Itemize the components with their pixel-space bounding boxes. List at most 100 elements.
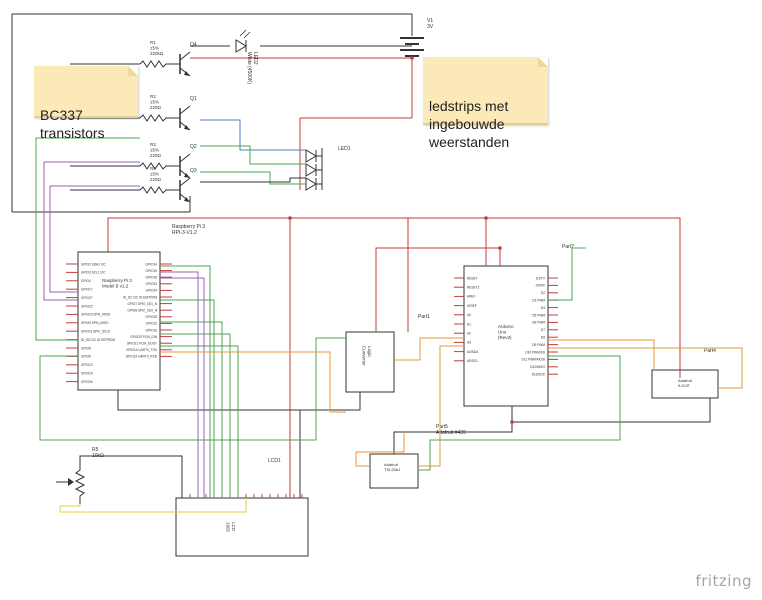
pin-label: D11 PWM/MOSI	[522, 358, 545, 362]
transistor-label: Q3	[190, 168, 197, 174]
lcd-1602: LCD1 LCD1602	[175, 458, 309, 557]
pin-label: GPIO27	[81, 296, 93, 300]
lcd-body-label: LCD1602	[226, 522, 236, 533]
pin-label: ID_SC I2C ID EEPROM	[123, 295, 157, 299]
pin-label: GPIO26	[81, 380, 93, 384]
pin-label: GPIO21 PCM_DOUT	[127, 342, 157, 346]
pin-label: GPIO11 SPI0_SCLK	[81, 330, 111, 334]
pin-label: GPIO6	[81, 355, 91, 359]
pin-label: GPIO8 SPI0_CE0_N	[127, 309, 157, 313]
note-bc337-transistors: BC337 transistors	[34, 66, 138, 141]
pin-label: D1/TX	[536, 276, 546, 280]
pin-label: GPIO23	[145, 282, 157, 286]
pin-label: GPIO4	[81, 279, 91, 283]
resistor-label: R2±5%220Ω	[150, 94, 162, 110]
pin-label: GPIO7 SPI0_CE1_N	[127, 302, 157, 306]
transistor-stage-q2: Q2 R3±5%220Ω	[70, 142, 197, 179]
pin-label: A1	[467, 322, 471, 326]
logic-converter-label: LogicConverter	[362, 346, 372, 366]
pin-label: D4	[541, 306, 545, 310]
transistor-label: Q4	[190, 42, 197, 48]
pin-label: ID_SD I2C ID EEPROM	[81, 338, 115, 342]
pin-label: GPIO9 SPI0_MISO	[81, 321, 109, 325]
note-bc337-text: BC337 transistors	[40, 107, 105, 141]
transistor-label: Q2	[190, 144, 197, 150]
transistor-stage-q4: Q4 R1±5%220kΩ	[70, 40, 197, 77]
pin-label: GPIO14	[145, 262, 157, 266]
pin-label: A4/SDA	[467, 350, 479, 354]
led-wiring	[200, 119, 306, 185]
note-fold	[128, 66, 138, 76]
pin-label: A5/SCL	[467, 359, 478, 363]
pin-label: GPIO14 UART0_TXD	[126, 348, 158, 352]
led1-label: LED1	[338, 146, 351, 152]
power-wiring	[11, 13, 413, 213]
pin-label: D5 PWM	[532, 313, 545, 317]
pin-label: GPIO15 UART0_RXD	[126, 355, 158, 359]
led2: LED2White (4500K)	[235, 29, 258, 84]
pin-label: GPIO10 SPI0_MOSI	[81, 313, 110, 317]
note-ledstrips: ledstrips met ingebouwde weerstanden	[423, 57, 548, 150]
transistor-stage-q1: Q1 R2±5%220Ω	[70, 94, 197, 131]
pin-label: D3 PWM	[532, 299, 545, 303]
pin-label: D2	[541, 291, 545, 295]
pin-label: D6 PWM	[532, 321, 545, 325]
pin-label: D8	[541, 336, 545, 340]
transistor-stages: Q4 R1±5%220kΩ Q1 R2±5%220Ω Q2 R3±5%220Ω Q3 R4±5…	[70, 40, 197, 203]
pin-label: RESET	[467, 276, 478, 280]
pin-label: GPIO3 SCL1 I2C	[81, 271, 106, 275]
note-fold	[538, 57, 548, 67]
pin-label: GPIO25	[145, 315, 157, 319]
pin-label: D13/SCK	[532, 373, 546, 377]
pin-label: AREF	[467, 295, 476, 299]
pin-label: GPIO20 PCM_DIN	[130, 335, 157, 339]
pin-label: GPIO17	[81, 288, 93, 292]
lcd-pins	[181, 494, 303, 498]
led1-strip: LED1	[305, 146, 351, 191]
lcd1-label: LCD1	[268, 458, 281, 464]
transistor-label: Q1	[190, 96, 197, 102]
part1-label: Part1	[418, 314, 430, 320]
pin-label: GPIO12	[145, 322, 157, 326]
pin-label: IOREF	[467, 304, 477, 308]
pin-label: D0/RX	[536, 284, 546, 288]
resistor-label: R1±5%220kΩ	[150, 40, 164, 56]
resistor-label: R3±5%220Ω	[150, 142, 162, 158]
led2-label: LED2White (4500K)	[246, 52, 258, 84]
part4-label: Part4	[704, 348, 716, 354]
pin-label: GPIO5	[81, 346, 91, 350]
part2-label: Part2	[562, 244, 574, 250]
wiring	[35, 137, 743, 513]
pin-label: GPIO2 SDA1 I2C	[81, 262, 106, 266]
pin-label: A0	[467, 313, 471, 317]
junction-dots	[288, 56, 514, 424]
pin-label: D12/MISO	[530, 365, 545, 369]
transistor-stage-q3: Q3 R4±5%220Ω	[70, 166, 197, 203]
pin-label: D9 PWM	[532, 343, 545, 347]
pin-label: GPIO13	[81, 363, 93, 367]
pin-label: GPIO15	[145, 269, 157, 273]
pin-label: A2	[467, 332, 471, 336]
note-ledstrips-text: ledstrips met ingebouwde weerstanden	[429, 98, 510, 150]
pin-label: GPIO19	[81, 372, 93, 376]
pin-label: D10 PWM/SS	[525, 350, 545, 354]
pin-label: GPIO18	[145, 276, 157, 280]
pin-label: GPIO16	[145, 328, 157, 332]
logic-converter: Part1 LogicConverter	[345, 314, 430, 393]
pin-label: A3	[467, 341, 471, 345]
resistor-label: R4±5%220Ω	[150, 166, 162, 182]
